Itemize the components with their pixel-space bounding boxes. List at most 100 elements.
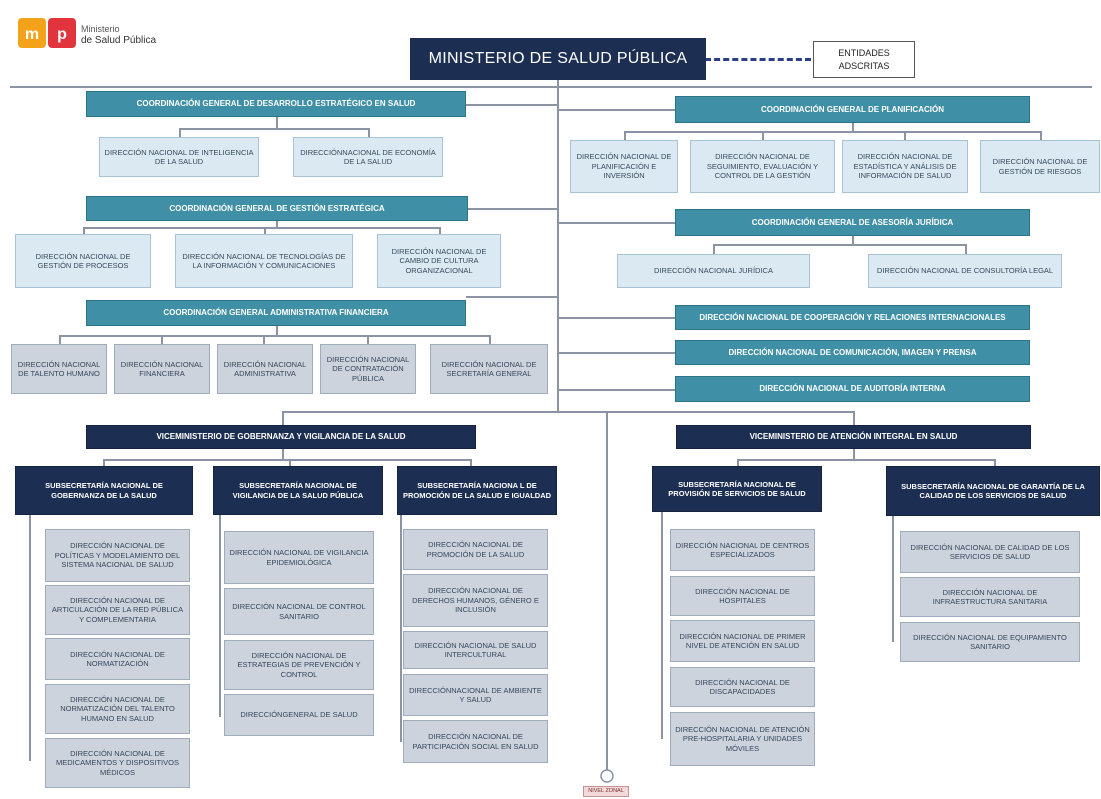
drop-gestion-1 — [83, 227, 85, 234]
dir-tecnologias-informacion[interactable]: DIRECCIÓN NACIONAL DE TECNOLOGÍAS DE LA … — [175, 234, 353, 288]
dir-calidad-servicios[interactable]: DIRECCIÓN NACIONAL DE CALIDAD DE LOS SER… — [900, 531, 1080, 573]
dir-vigilancia-epidemiologica[interactable]: DIRECCIÓN NACIONAL DE VIGILANCIA EPIDEMI… — [224, 531, 374, 584]
dir-ambiente-salud[interactable]: DIRECCIÓNNACIONAL DE AMBIENTE Y SALUD — [403, 674, 548, 716]
bar-planificacion — [624, 131, 1042, 133]
msp-logo-mark: m p — [18, 18, 76, 48]
link-comunicacion — [557, 352, 675, 354]
dir-politicas-modelamiento[interactable]: DIRECCIÓN NACIONAL DE POLÍTICAS Y MODELA… — [45, 529, 190, 582]
sub-provision-servicios[interactable]: SUBSECRETARÍA NACIONAL DE PROVISIÓN DE S… — [652, 466, 822, 512]
entidades-adscritas-box[interactable]: ENTIDADES ADSCRITAS — [813, 41, 915, 78]
dir-atencion-prehospitalaria[interactable]: DIRECCIÓN NACIONAL DE ATENCIÓN PRE-HOSPI… — [670, 712, 815, 766]
drop-gestion-3 — [439, 227, 441, 234]
bar-gestion — [83, 227, 441, 229]
drop-admin-1 — [59, 335, 61, 344]
drop-juridica-1 — [713, 244, 715, 254]
dir-normatizacion[interactable]: DIRECCIÓN NACIONAL DE NORMATIZACIÓN — [45, 638, 190, 680]
dir-estrategias-prevencion[interactable]: DIRECCIÓN NACIONAL DE ESTRATEGIAS DE PRE… — [224, 640, 374, 690]
branch-top-level — [10, 86, 1092, 88]
dir-normatizacion-talento[interactable]: DIRECCIÓN NACIONAL DE NORMATIZACIÓN DEL … — [45, 684, 190, 734]
link-cooperacion — [557, 317, 675, 319]
dir-gestion-riesgos[interactable]: DIRECCIÓN NACIONAL DE GESTIÓN DE RIESGOS — [980, 140, 1100, 193]
nivel-zonal-box[interactable]: NIVEL ZONAL — [583, 786, 629, 797]
trunk-zonal — [606, 412, 608, 780]
dir-participacion-social[interactable]: DIRECCIÓN NACIONAL DE PARTICIPACIÓN SOCI… — [403, 720, 548, 763]
logo-text-salud: de Salud Pública — [81, 35, 157, 46]
dir-secretaria-general[interactable]: DIRECCIÓN NACIONAL DE SECRETARÍA GENERAL — [430, 344, 548, 394]
drop-vice-gob-1 — [103, 459, 105, 466]
dir-medicamentos-dispositivos[interactable]: DIRECCIÓN NACIONAL DE MEDICAMENTOS Y DIS… — [45, 738, 190, 788]
dir-equipamiento-sanitario[interactable]: DIRECCIÓN NACIONAL DE EQUIPAMIENTO SANIT… — [900, 622, 1080, 662]
dir-comunicacion-imagen[interactable]: DIRECCIÓN NACIONAL DE COMUNICACIÓN, IMAG… — [675, 340, 1030, 365]
sub-promocion-salud-igualdad[interactable]: SUBSECRETARÍA NACIONA L DE PROMOCIÓN DE … — [397, 466, 557, 515]
dir-administrativa[interactable]: DIRECCIÓN NACIONAL ADMINISTRATIVA — [217, 344, 313, 394]
stem-admin — [276, 326, 278, 336]
link-juridica — [557, 222, 675, 224]
vice-atencion-integral[interactable]: VICEMINISTERIO DE ATENCIÓN INTEGRAL EN S… — [676, 425, 1031, 449]
drop-vice-right — [853, 411, 855, 425]
drop-desarrollo-1 — [179, 128, 181, 137]
dir-consultoria-legal[interactable]: DIRECCIÓN NACIONAL DE CONSULTORÍA LEGAL — [868, 254, 1062, 288]
drop-vice-at-2 — [994, 459, 996, 466]
bar-desarrollo — [179, 128, 370, 130]
dir-planificacion-inversion[interactable]: DIRECCIÓN NACIONAL DE PLANIFICACIÓN E IN… — [570, 140, 678, 193]
dir-juridica[interactable]: DIRECCIÓN NACIONAL JURÍDICA — [617, 254, 810, 288]
dir-economia-salud[interactable]: DIRECCIÓNNACIONAL DE ECONOMÍA DE LA SALU… — [293, 137, 443, 177]
coord-asesoria-juridica[interactable]: COORDINACIÓN GENERAL DE ASESORÍA JURÍDIC… — [675, 209, 1030, 236]
trunk-main — [557, 78, 559, 412]
sub-garantia-calidad[interactable]: SUBSECRETARÍA NACIONAL DE GARANTÍA DE LA… — [886, 466, 1100, 516]
dir-seguimiento-evaluacion[interactable]: DIRECCIÓN NACIONAL DE SEGUIMIENTO, EVALU… — [690, 140, 835, 193]
ministerio-box[interactable]: MINISTERIO DE SALUD PÚBLICA — [410, 38, 706, 80]
col-line-gob-2 — [219, 515, 221, 717]
bar-vice-gob — [103, 459, 472, 461]
drop-vice-gob-3 — [470, 459, 472, 466]
dir-contratacion-publica[interactable]: DIRECCIÓN NACIONAL DE CONTRATACIÓN PÚBLI… — [320, 344, 416, 394]
dir-centros-especializados[interactable]: DIRECCIÓN NACIONAL DE CENTROS ESPECIALIZ… — [670, 529, 815, 571]
drop-planificacion-3 — [904, 131, 906, 140]
dir-talento-humano[interactable]: DIRECCIÓN NACIONAL DE TALENTO HUMANO — [11, 344, 107, 394]
bar-vice-at — [737, 459, 996, 461]
coord-gestion-estrategica[interactable]: COORDINACIÓN GENERAL DE GESTIÓN ESTRATÉG… — [86, 196, 468, 221]
link-desarrollo — [466, 104, 558, 106]
dir-inteligencia-salud[interactable]: DIRECCIÓN NACIONAL DE INTELIGENCIA DE LA… — [99, 137, 259, 177]
drop-admin-2 — [161, 335, 163, 344]
logo-text-ministerio: Ministerio — [81, 24, 120, 34]
dir-general-salud[interactable]: DIRECCIÓNGENERAL DE SALUD — [224, 694, 374, 736]
coord-desarrollo-estrategico[interactable]: COORDINACIÓN GENERAL DE DESARROLLO ESTRA… — [86, 91, 466, 117]
sub-vigilancia-salud-publica[interactable]: SUBSECRETARÍA NACIONAL DE VIGILANCIA DE … — [213, 466, 383, 515]
coord-administrativa-financiera[interactable]: COORDINACIÓN GENERAL ADMINISTRATIVA FINA… — [86, 300, 466, 326]
bar-juridica — [713, 244, 967, 246]
stem-juridica — [852, 236, 854, 246]
dir-gestion-procesos[interactable]: DIRECCIÓN NACIONAL DE GESTIÓN DE PROCESO… — [15, 234, 151, 288]
svg-text:p: p — [57, 26, 67, 43]
link-planificacion — [557, 109, 675, 111]
dir-control-sanitario[interactable]: DIRECCIÓN NACIONAL DE CONTROL SANITARIO — [224, 588, 374, 635]
drop-vice-gob-2 — [289, 459, 291, 466]
col-line-at-2 — [892, 516, 894, 642]
dir-infraestructura-sanitaria[interactable]: DIRECCIÓN NACIONAL DE INFRAESTRUCTURA SA… — [900, 577, 1080, 617]
link-admin — [466, 296, 558, 298]
stem-desarrollo — [276, 116, 278, 130]
sub-gobernanza-salud[interactable]: SUBSECRETARÍA NACIONAL DE GOBERNANZA DE … — [15, 466, 193, 515]
drop-gestion-2 — [264, 227, 266, 234]
dir-financiera[interactable]: DIRECCIÓN NACIONAL FINANCIERA — [114, 344, 210, 394]
dir-cooperacion-internacional[interactable]: DIRECCIÓN NACIONAL DE COOPERACIÓN Y RELA… — [675, 305, 1030, 330]
dir-auditoria-interna[interactable]: DIRECCIÓN NACIONAL DE AUDITORÍA INTERNA — [675, 376, 1030, 402]
svg-text:m: m — [25, 26, 39, 43]
vice-gobernanza-vigilancia[interactable]: VICEMINISTERIO DE GOBERNANZA Y VIGILANCI… — [86, 425, 476, 449]
dir-estadistica-analisis[interactable]: DIRECCIÓN NACIONAL DE ESTADÍSTICA Y ANÁL… — [842, 140, 968, 193]
zonal-node-icon — [600, 769, 614, 783]
dir-cambio-cultura[interactable]: DIRECCIÓN NACIONAL DE CAMBIO DE CULTURA … — [377, 234, 501, 288]
dir-discapacidades[interactable]: DIRECCIÓN NACIONAL DE DISCAPACIDADES — [670, 667, 815, 707]
drop-juridica-2 — [965, 244, 967, 254]
drop-planificacion-4 — [1040, 131, 1042, 140]
dir-primer-nivel[interactable]: DIRECCIÓN NACIONAL DE PRIMER NIVEL DE AT… — [670, 620, 815, 662]
dir-hospitales[interactable]: DIRECCIÓN NACIONAL DE HOSPITALES — [670, 576, 815, 616]
dir-salud-intercultural[interactable]: DIRECCIÓN NACIONAL DE SALUD INTERCULTURA… — [403, 631, 548, 669]
dir-derechos-humanos[interactable]: DIRECCIÓN NACIONAL DE DERECHOS HUMANOS, … — [403, 574, 548, 627]
stem-planificacion — [852, 123, 854, 133]
dir-promocion-salud[interactable]: DIRECCIÓN NACIONAL DE PROMOCIÓN DE LA SA… — [403, 529, 548, 570]
dir-articulacion-red[interactable]: DIRECCIÓN NACIONAL DE ARTICULACIÓN DE LA… — [45, 585, 190, 635]
drop-desarrollo-2 — [368, 128, 370, 137]
coord-planificacion[interactable]: COORDINACIÓN GENERAL DE PLANIFICACIÓN — [675, 96, 1030, 123]
drop-admin-5 — [489, 335, 491, 344]
